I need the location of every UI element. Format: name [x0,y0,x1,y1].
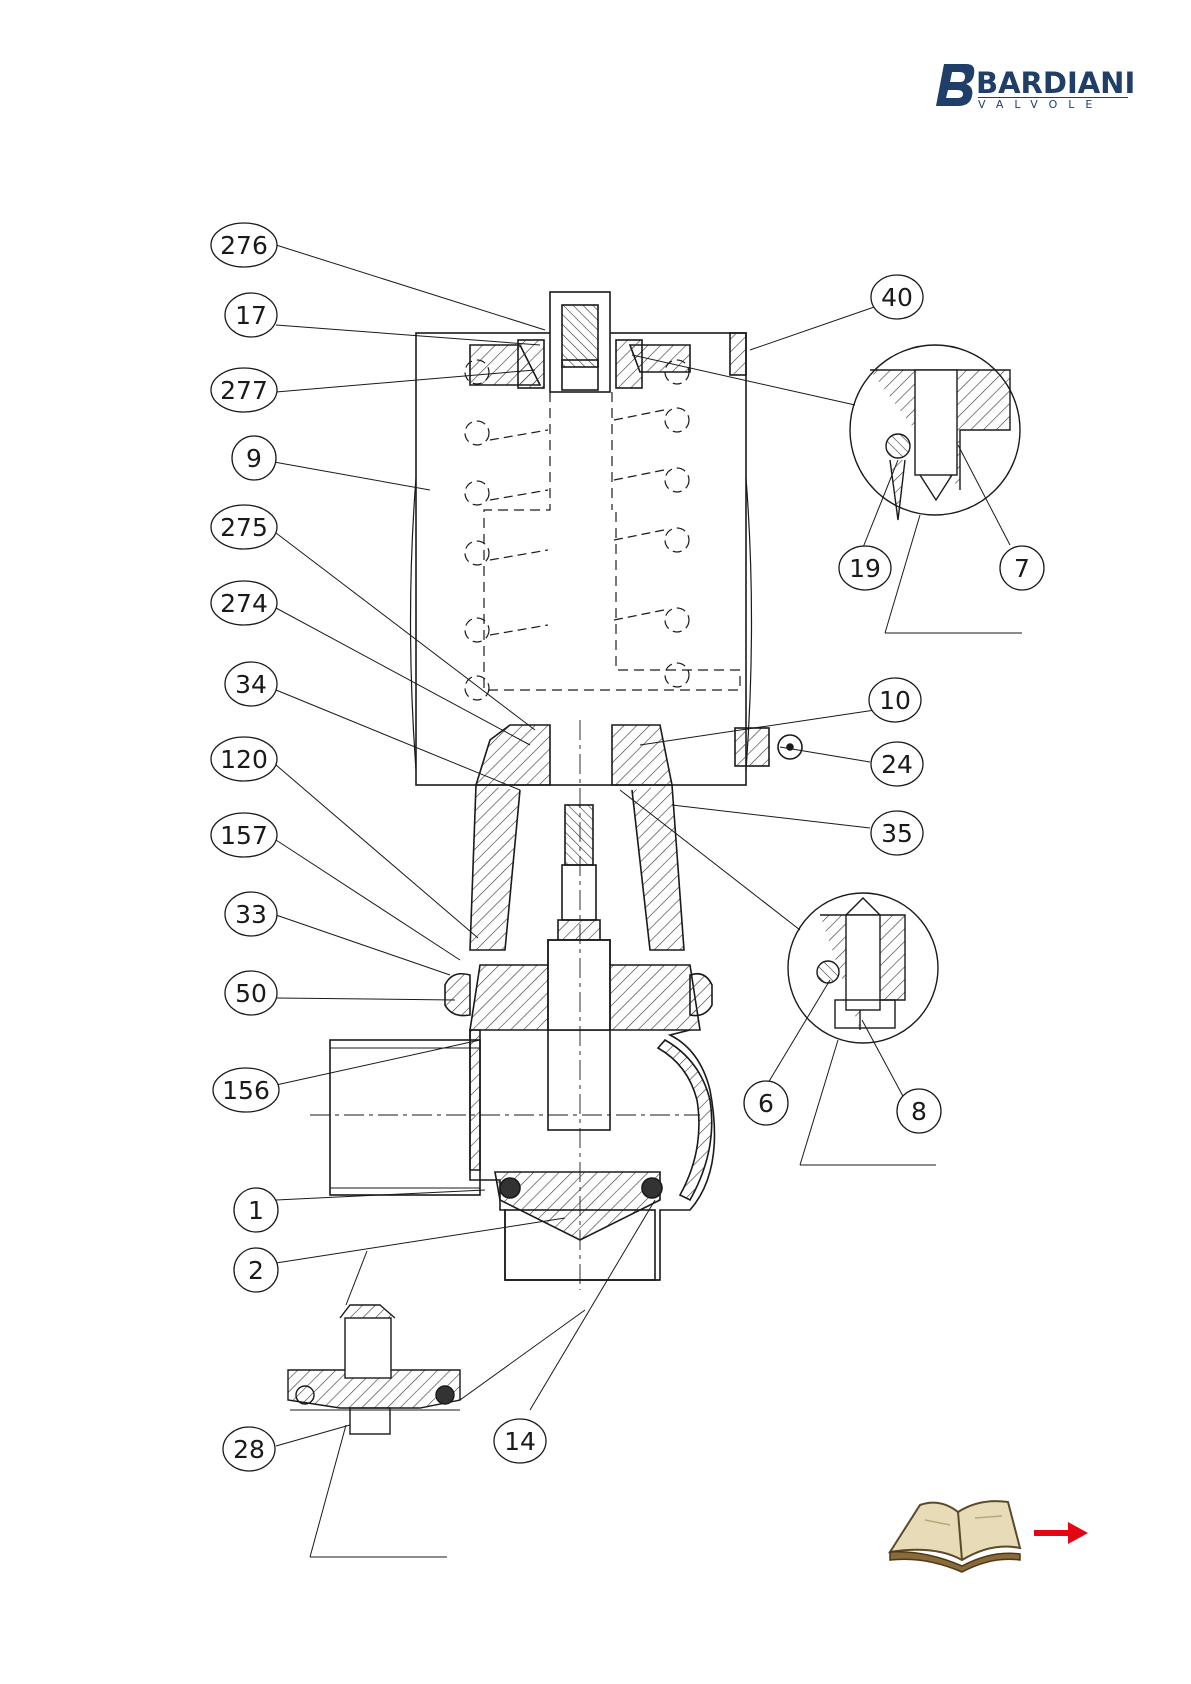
callout-276: 276 [220,231,268,260]
callout-40: 40 [881,283,913,312]
callout-33: 33 [235,900,267,929]
valve-body [470,1030,715,1280]
valve-body-group [310,292,802,1290]
callout-8: 8 [911,1097,927,1126]
callout-17: 17 [235,301,267,330]
callout-7: 7 [1014,554,1030,583]
callout-275: 275 [220,513,268,542]
callout-277: 277 [220,376,268,405]
callout-10: 10 [879,686,911,715]
callout-2: 2 [248,1256,264,1285]
connector-nut [735,728,769,766]
arrow-right-icon[interactable] [1034,1520,1090,1546]
callout-19: 19 [849,554,881,583]
actuator-housing [416,333,746,785]
callout-24: 24 [881,750,913,779]
callout-1: 1 [248,1196,264,1225]
callout-156: 156 [222,1076,270,1105]
yoke [470,785,520,950]
spring-coils [465,360,689,700]
callout-34: 34 [235,670,267,699]
callout-6: 6 [758,1089,774,1118]
callout-9: 9 [246,444,262,473]
callout-50: 50 [235,979,267,1008]
clamp [445,974,470,1016]
callout-120: 120 [220,745,268,774]
callout-274: 274 [220,589,268,618]
valve-plug [495,1172,660,1240]
open-book-icon[interactable] [880,1490,1030,1580]
inlet-pipe [330,1040,480,1195]
callout-14: 14 [504,1427,536,1456]
callout-28: 28 [233,1435,265,1464]
callout-35: 35 [881,819,913,848]
callout-157: 157 [220,821,268,850]
